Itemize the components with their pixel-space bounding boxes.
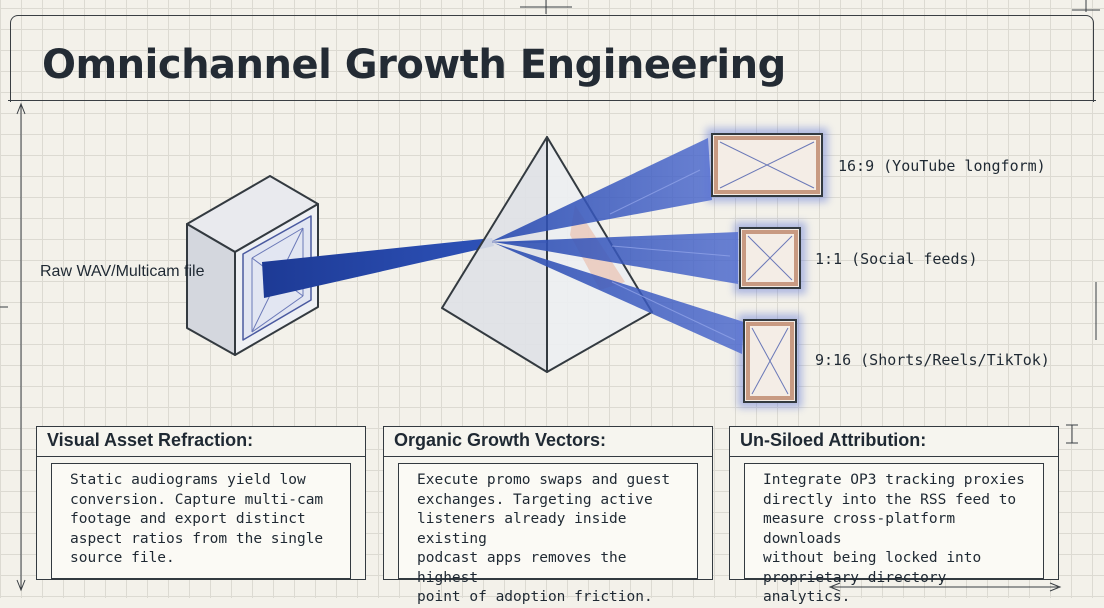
- card-body: Static audiograms yield low conversion. …: [51, 463, 351, 579]
- card-line: podcast apps removes the highest: [417, 550, 627, 586]
- source-label: Raw WAV/Multicam file: [40, 263, 205, 280]
- header-divider: [8, 100, 1096, 101]
- output-beams: [492, 138, 744, 354]
- card-heading: Organic Growth Vectors:: [384, 427, 712, 457]
- card-line: Integrate OP3 tracking proxies: [763, 472, 1025, 488]
- card-organic-growth-vectors: Organic Growth Vectors: Execute promo sw…: [383, 426, 713, 605]
- card-line: without being locked into: [763, 550, 982, 566]
- output-frame-16x9: [706, 128, 828, 202]
- page-title: Omnichannel Growth Engineering: [42, 42, 786, 88]
- output-label-9x16: 9:16 (Shorts/Reels/TikTok): [815, 351, 1050, 369]
- output-label-1x1: 1:1 (Social feeds): [815, 250, 978, 268]
- output-frame-9x16: [738, 314, 802, 408]
- card-line: Static audiograms yield low: [70, 472, 306, 488]
- card-line: source file.: [70, 550, 175, 566]
- card-line: listeners already inside existing: [417, 511, 627, 547]
- card-line: conversion. Capture multi-cam: [70, 491, 324, 508]
- output-frame-1x1: [734, 222, 806, 294]
- card-visual-asset-refraction: Visual Asset Refraction: Static audiogra…: [36, 426, 366, 580]
- card-un-siloed-attribution: Un-Siloed Attribution: Integrate OP3 tra…: [729, 426, 1059, 605]
- card-line: Execute promo swaps and guest: [417, 472, 671, 488]
- card-line: measure cross-platform downloads: [763, 511, 956, 547]
- card-line: aspect ratios from the single: [70, 530, 324, 547]
- card-line: exchanges. Targeting active: [417, 491, 653, 508]
- card-line: proprietary directory analytics.: [763, 569, 947, 606]
- card-body: Execute promo swaps and guest exchanges.…: [398, 463, 698, 605]
- card-line: footage and export distinct: [70, 511, 306, 527]
- card-body: Integrate OP3 tracking proxies directly …: [744, 463, 1044, 605]
- input-beam: [262, 238, 494, 298]
- card-heading: Visual Asset Refraction:: [37, 427, 365, 457]
- output-label-16x9: 16:9 (YouTube longform): [838, 157, 1046, 175]
- card-line: directly into the RSS feed to: [763, 491, 1017, 508]
- dimension-marks: [0, 0, 1100, 592]
- card-heading: Un-Siloed Attribution:: [730, 427, 1058, 457]
- header-frame: [10, 15, 1094, 102]
